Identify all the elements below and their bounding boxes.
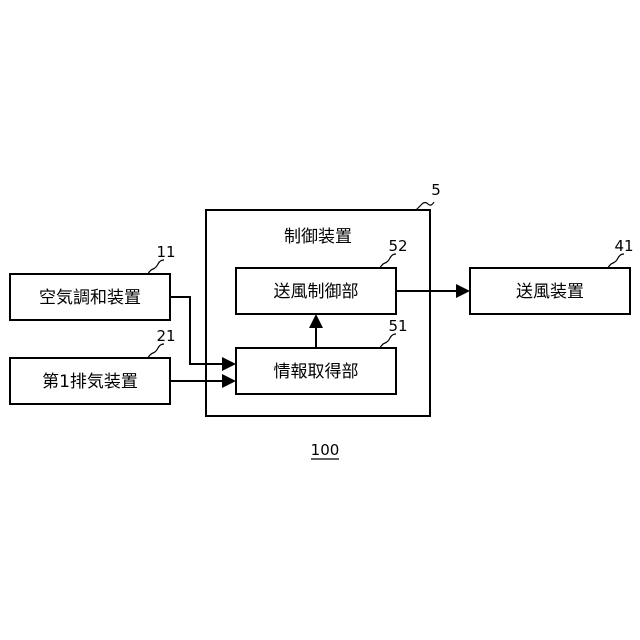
exhaust-to-info-arrow: [170, 374, 236, 388]
figure-number-text: 100: [311, 441, 340, 459]
controller-ref: 5: [431, 181, 441, 199]
blower-label: 送風装置: [516, 282, 584, 302]
controller-ref-leader: [416, 202, 434, 210]
figure-number: 100: [311, 441, 340, 459]
air-conditioner-label: 空気調和装置: [39, 288, 141, 308]
info-acquisition-ref: 51: [388, 317, 407, 335]
exhaust-1-ref: 21: [156, 327, 175, 345]
blower-box: 送風装置: [470, 268, 630, 314]
info-acquisition-label: 情報取得部: [274, 362, 359, 382]
fan-control-label: 送風制御部: [274, 282, 359, 302]
controller-label: 制御装置: [284, 227, 352, 247]
exhaust-1-label: 第1排気装置: [42, 372, 138, 392]
blower-ref: 41: [614, 237, 633, 255]
exhaust-1-ref-leader: [148, 344, 164, 358]
fan-control-box: 送風制御部: [236, 268, 396, 314]
air-conditioner-ref-leader: [148, 260, 164, 274]
info-acquisition-box: 情報取得部: [236, 348, 396, 394]
air-conditioner-box: 空気調和装置: [10, 274, 170, 320]
exhaust-1-box: 第1排気装置: [10, 358, 170, 404]
blower-ref-leader: [608, 254, 624, 268]
air-conditioner-ref: 11: [156, 243, 175, 261]
fan-control-ref: 52: [388, 237, 407, 255]
